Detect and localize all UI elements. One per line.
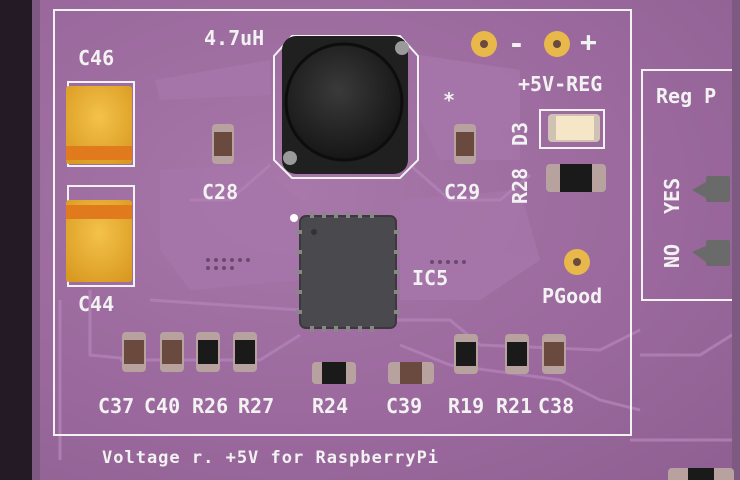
copper-pour — [155, 55, 540, 300]
test-pads — [471, 31, 590, 275]
bottom-components — [122, 332, 734, 480]
label-ic5: IC5 — [412, 266, 449, 290]
label-r21: R21 — [496, 394, 533, 418]
label-inductor: 4.7uH — [204, 26, 265, 50]
label-no: NO — [660, 243, 684, 268]
label-r27: R27 — [238, 394, 275, 418]
label-plus: + — [580, 25, 597, 58]
label-minus: - — [508, 27, 525, 60]
capacitor-c29 — [454, 124, 476, 164]
reg-select-outline — [641, 69, 740, 301]
ic5-chip — [290, 212, 400, 332]
label-c39: C39 — [386, 394, 423, 418]
capacitor-c28 — [212, 124, 234, 164]
vias — [206, 258, 466, 270]
label-d3: D3 — [508, 121, 532, 146]
label-c38: C38 — [538, 394, 575, 418]
led-d3 — [539, 109, 605, 149]
label-c44: C44 — [78, 292, 115, 316]
label-r19: R19 — [448, 394, 485, 418]
board-edge — [0, 0, 32, 480]
label-c28: C28 — [202, 180, 239, 204]
label-pgood: PGood — [542, 284, 603, 308]
label-yes: YES — [660, 177, 684, 214]
label-reg-p: Reg P — [656, 84, 717, 108]
label-r24: R24 — [312, 394, 349, 418]
resistor-r28 — [546, 164, 606, 192]
label-r26: R26 — [192, 394, 229, 418]
inductor — [273, 35, 419, 179]
capacitor-c44 — [66, 185, 135, 287]
label-c29: C29 — [444, 180, 481, 204]
label-c37: C37 — [98, 394, 135, 418]
footer-label: Voltage r. +5V for RaspberryPi — [102, 448, 440, 468]
label-c40: C40 — [144, 394, 181, 418]
label-r28: R28 — [508, 167, 532, 204]
capacitor-c46 — [66, 81, 135, 167]
label-c46: C46 — [78, 46, 115, 70]
silkscreen-outline — [53, 9, 632, 436]
label-5v-reg: +5V-REG — [518, 72, 603, 96]
jumper-pads — [692, 176, 730, 266]
label-star: * — [443, 88, 456, 112]
